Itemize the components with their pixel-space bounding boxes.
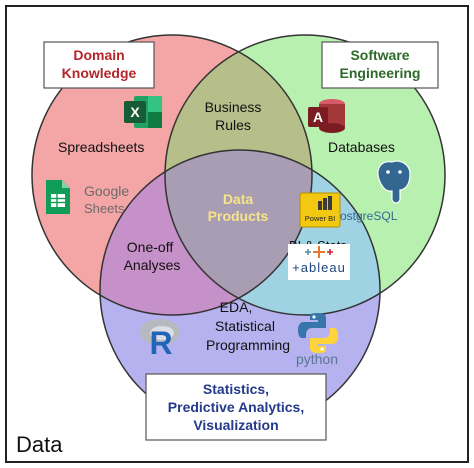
sheets-label: Sheets: [84, 201, 125, 216]
r-icon: R: [140, 319, 180, 361]
python-label: python: [296, 351, 338, 367]
data-products-line2: Products: [208, 208, 269, 224]
one-off-line1: One-off: [127, 239, 174, 255]
data-products-line1: Data: [223, 191, 254, 207]
power-bi-icon: Power BI: [299, 192, 341, 228]
sql-text: SQL: [373, 209, 397, 223]
postgre-text: Postgre: [332, 209, 374, 223]
stats-title-box: [145, 373, 327, 441]
tableau-text: +ableau: [292, 260, 346, 275]
access-letter: A: [313, 109, 323, 125]
domain-title-line2: Knowledge: [62, 65, 137, 81]
domain-title-line1: Domain: [73, 47, 124, 63]
python-icon: [298, 313, 338, 353]
r-letter: R: [149, 325, 172, 361]
power-bi-text: Power BI: [305, 214, 335, 223]
google-sheets-icon: [46, 180, 70, 214]
domain-title-box: [43, 41, 155, 89]
stats-title-line3: Visualization: [193, 417, 278, 433]
spreadsheets-label: Spreadsheets: [58, 139, 144, 155]
postgresql-label: PostgreSQL: [332, 209, 398, 223]
databases-label: Databases: [328, 139, 395, 155]
software-title-line2: Engineering: [340, 65, 421, 81]
business-rules-line1: Business: [205, 99, 262, 115]
one-off-line2: Analyses: [124, 257, 181, 273]
tableau-icon: +ableau: [288, 244, 350, 280]
stats-title-line1: Statistics,: [203, 381, 269, 397]
software-title-box: [321, 41, 439, 89]
excel-icon: X: [124, 96, 162, 128]
eda-line2: Statistical: [215, 318, 275, 334]
frame-label: Data: [16, 432, 63, 457]
eda-line3: Programming: [206, 337, 290, 353]
access-icon: A: [308, 99, 345, 133]
google-label: Google: [84, 183, 129, 199]
stats-title-line2: Predictive Analytics,: [168, 399, 304, 415]
business-rules-line2: Rules: [215, 117, 251, 133]
software-circle-outline: [164, 34, 446, 316]
software-title-line1: Software: [350, 47, 409, 63]
domain-circle-outline: [31, 34, 313, 316]
excel-letter: X: [130, 104, 140, 120]
eda-line1: EDA,: [220, 299, 253, 315]
postgresql-icon: [377, 160, 411, 204]
